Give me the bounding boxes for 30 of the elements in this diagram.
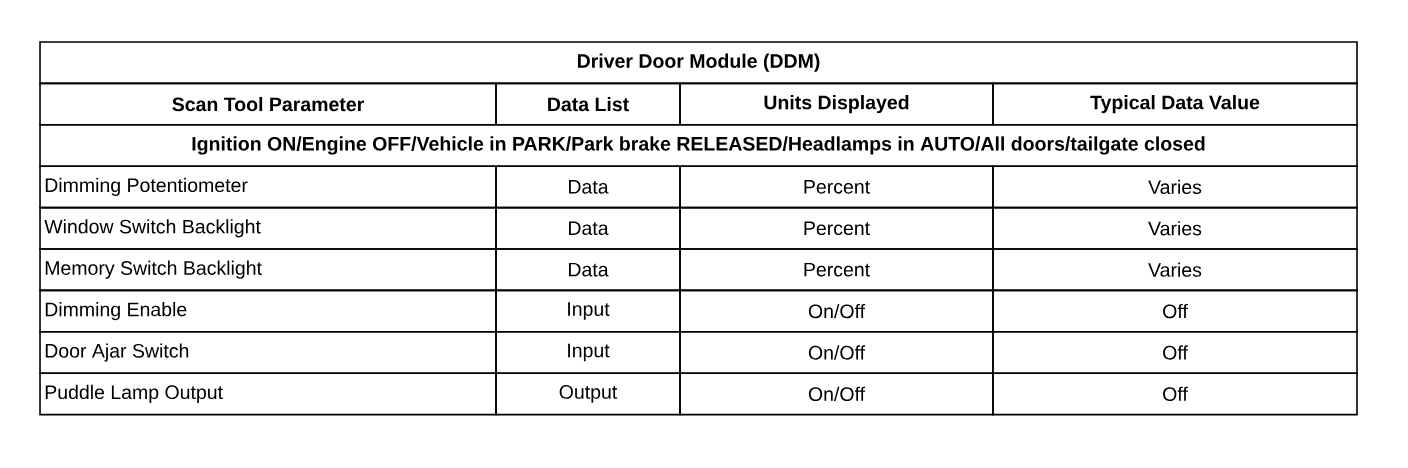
table-cell: Input <box>495 289 681 333</box>
table-cell: Output <box>495 372 681 416</box>
table-cell: Percent <box>679 206 994 250</box>
table-cell: Data <box>495 248 681 292</box>
table-cell: Puddle Lamp Output <box>39 372 497 416</box>
table-cell: Varies <box>992 206 1358 250</box>
table-cell: On/Off <box>679 331 994 374</box>
table-cell: Off <box>992 331 1358 374</box>
table-cell: Varies <box>992 248 1358 292</box>
table-cell: Data <box>495 165 681 209</box>
table-cell: On/Off <box>679 289 994 333</box>
table-cell: Off <box>992 372 1358 416</box>
table-cell: Input <box>495 331 681 374</box>
table-cell: Off <box>992 289 1358 333</box>
condition-cell: Ignition ON/Engine OFF/Vehicle in PARK/Park brake RELEASED/Headlamps in AUTO/All doors/tailgate closed <box>39 124 1358 167</box>
table-cell: Percent <box>679 165 994 209</box>
header-cell: Data List <box>495 82 681 126</box>
table-cell: Door Ajar Switch <box>39 331 497 374</box>
table-cell: Dimming Potentiometer <box>39 165 497 209</box>
header-cell: Scan Tool Parameter <box>39 82 497 126</box>
table-cell: Data <box>495 206 681 250</box>
table-cell: On/Off <box>679 372 994 416</box>
table-cell: Percent <box>679 248 994 292</box>
table-cell: Window Switch Backlight <box>39 206 497 250</box>
table-cell: Varies <box>992 165 1358 209</box>
title-cell: Driver Door Module (DDM) <box>39 41 1358 85</box>
header-cell: Typical Data Value <box>992 82 1358 126</box>
table-cell: Dimming Enable <box>39 289 497 333</box>
table-cell: Memory Switch Backlight <box>39 248 497 292</box>
header-cell: Units Displayed <box>679 82 994 126</box>
